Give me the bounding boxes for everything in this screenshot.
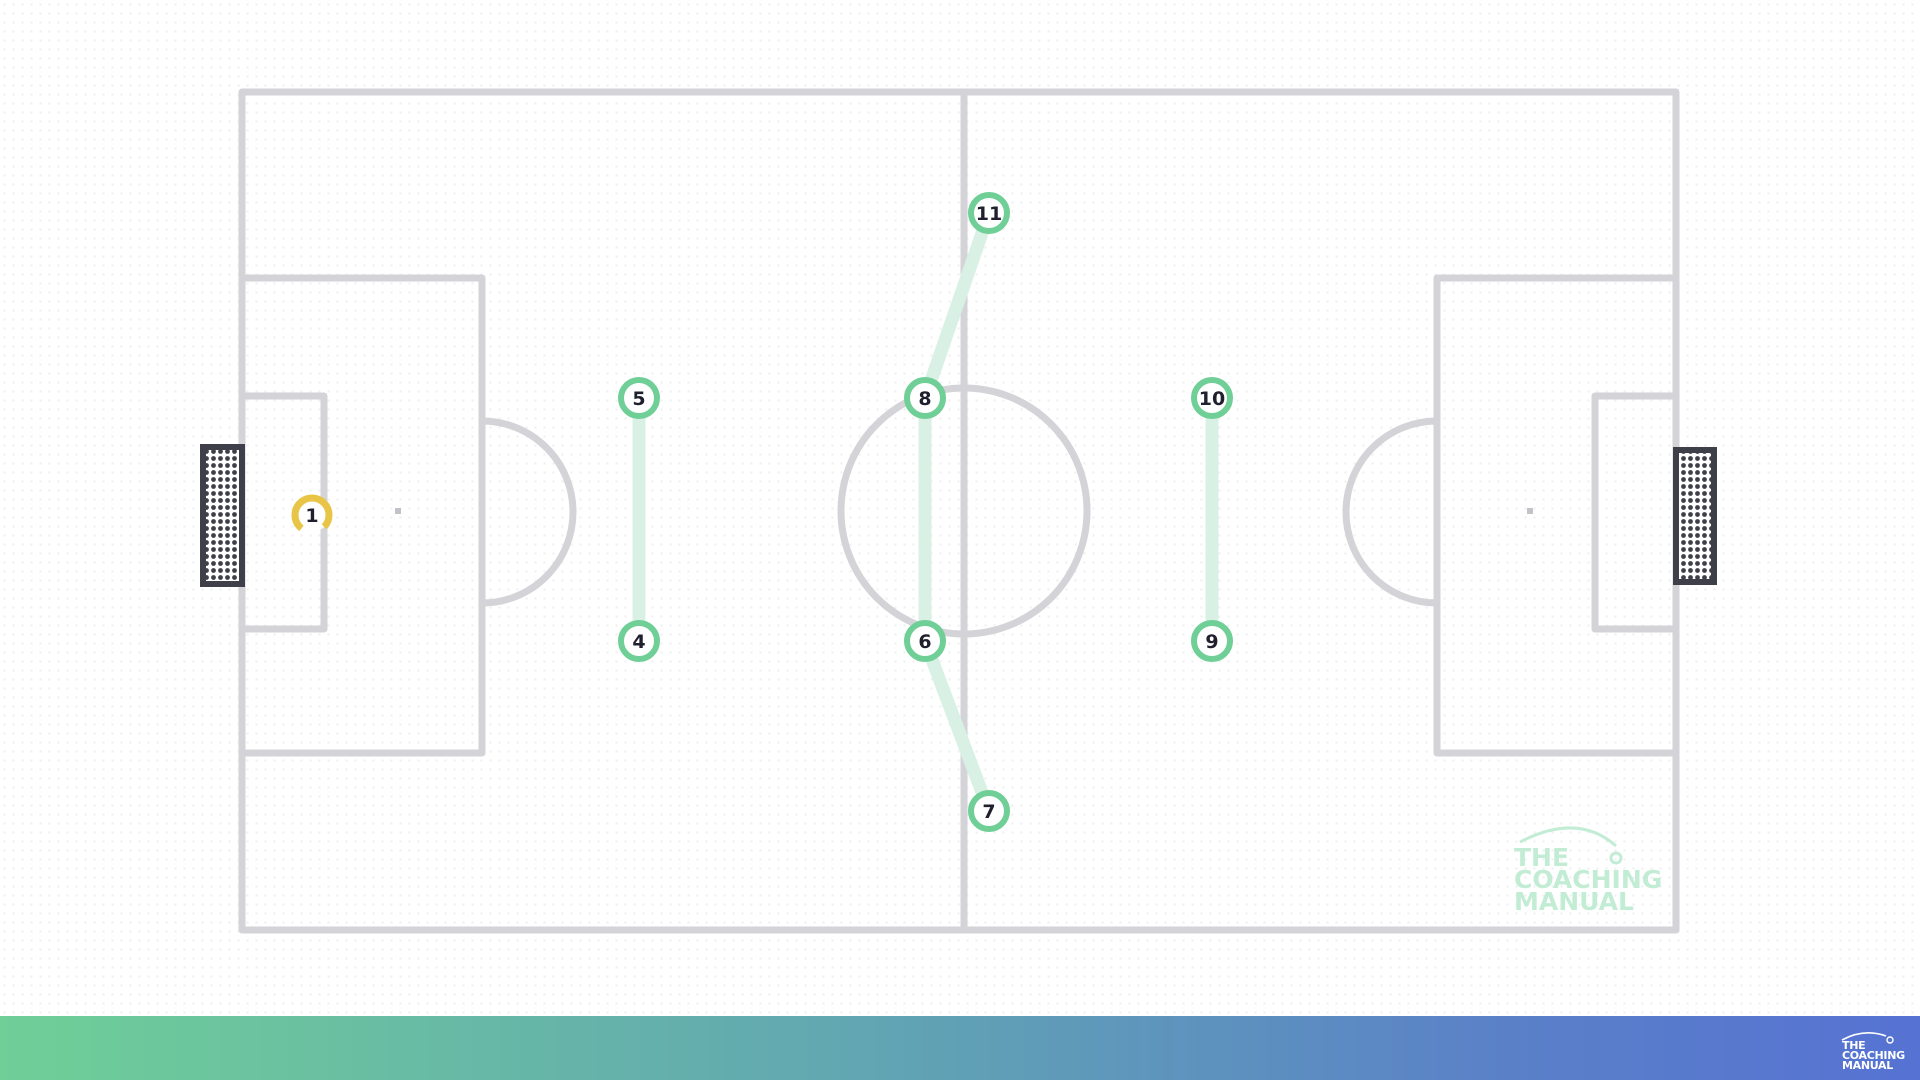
- player-ring: [904, 377, 946, 419]
- link-6-7: [918, 638, 996, 814]
- player-8: 8: [904, 377, 946, 419]
- left-penalty-spot: [395, 508, 401, 514]
- player-10: 10: [1191, 377, 1233, 419]
- player-ring: [1191, 620, 1233, 662]
- player-11: 11: [968, 192, 1010, 234]
- player-number: 9: [1205, 631, 1218, 653]
- pitch-boundary: [238, 88, 1680, 934]
- watermark-line-1: THE: [1514, 843, 1569, 872]
- players: 5 4 8 6 11 7 10 9: [618, 192, 1233, 832]
- player-ring: [904, 620, 946, 662]
- right-penalty-spot: [1527, 508, 1533, 514]
- player-6: 6: [904, 620, 946, 662]
- player-ring: [618, 377, 660, 419]
- player-number: 6: [918, 631, 931, 653]
- left-goal: [200, 444, 245, 587]
- player-number: 10: [1199, 388, 1225, 410]
- player-4: 4: [618, 620, 660, 662]
- right-penalty-arc: [1342, 417, 1438, 607]
- player-9: 9: [1191, 620, 1233, 662]
- goalkeeper-ring: [291, 494, 333, 536]
- watermark-line-3: MANUAL: [1514, 887, 1634, 916]
- player-number: 8: [918, 388, 931, 410]
- footer-logo: THE COACHING MANUAL: [1834, 1026, 1910, 1072]
- center-circle: [837, 384, 1091, 638]
- footer-logo-mark: [1841, 1032, 1894, 1044]
- player-7: 7: [968, 790, 1010, 832]
- watermark-logo: THE COACHING MANUAL: [1514, 826, 1662, 916]
- player-5: 5: [618, 377, 660, 419]
- player-links: [632, 210, 1219, 814]
- goalkeeper-number: 1: [305, 505, 318, 527]
- footer-bar: THE COACHING MANUAL: [0, 1016, 1920, 1080]
- player-ring: [1191, 377, 1233, 419]
- right-goal-area: [1591, 392, 1680, 633]
- left-penalty-arc: [481, 417, 577, 607]
- player-ring: [618, 620, 660, 662]
- footer-logo-text: THE COACHING MANUAL: [1842, 1039, 1905, 1072]
- player-number: 5: [632, 388, 645, 410]
- player-number: 4: [632, 631, 645, 653]
- watermark-line-2: COACHING: [1514, 865, 1662, 894]
- player-ring: [968, 790, 1010, 832]
- player-number: 7: [982, 801, 995, 823]
- link-8-11: [918, 210, 996, 401]
- watermark-arc: [1519, 826, 1617, 848]
- player-ring: [968, 192, 1010, 234]
- player-number: 11: [976, 203, 1002, 225]
- goalkeeper: 1: [291, 494, 333, 536]
- right-penalty-area: [1433, 274, 1680, 757]
- pitch-markings: [238, 88, 1680, 934]
- watermark-ball: [1609, 851, 1623, 865]
- left-penalty-area: [238, 274, 486, 757]
- right-goal: [1673, 447, 1717, 585]
